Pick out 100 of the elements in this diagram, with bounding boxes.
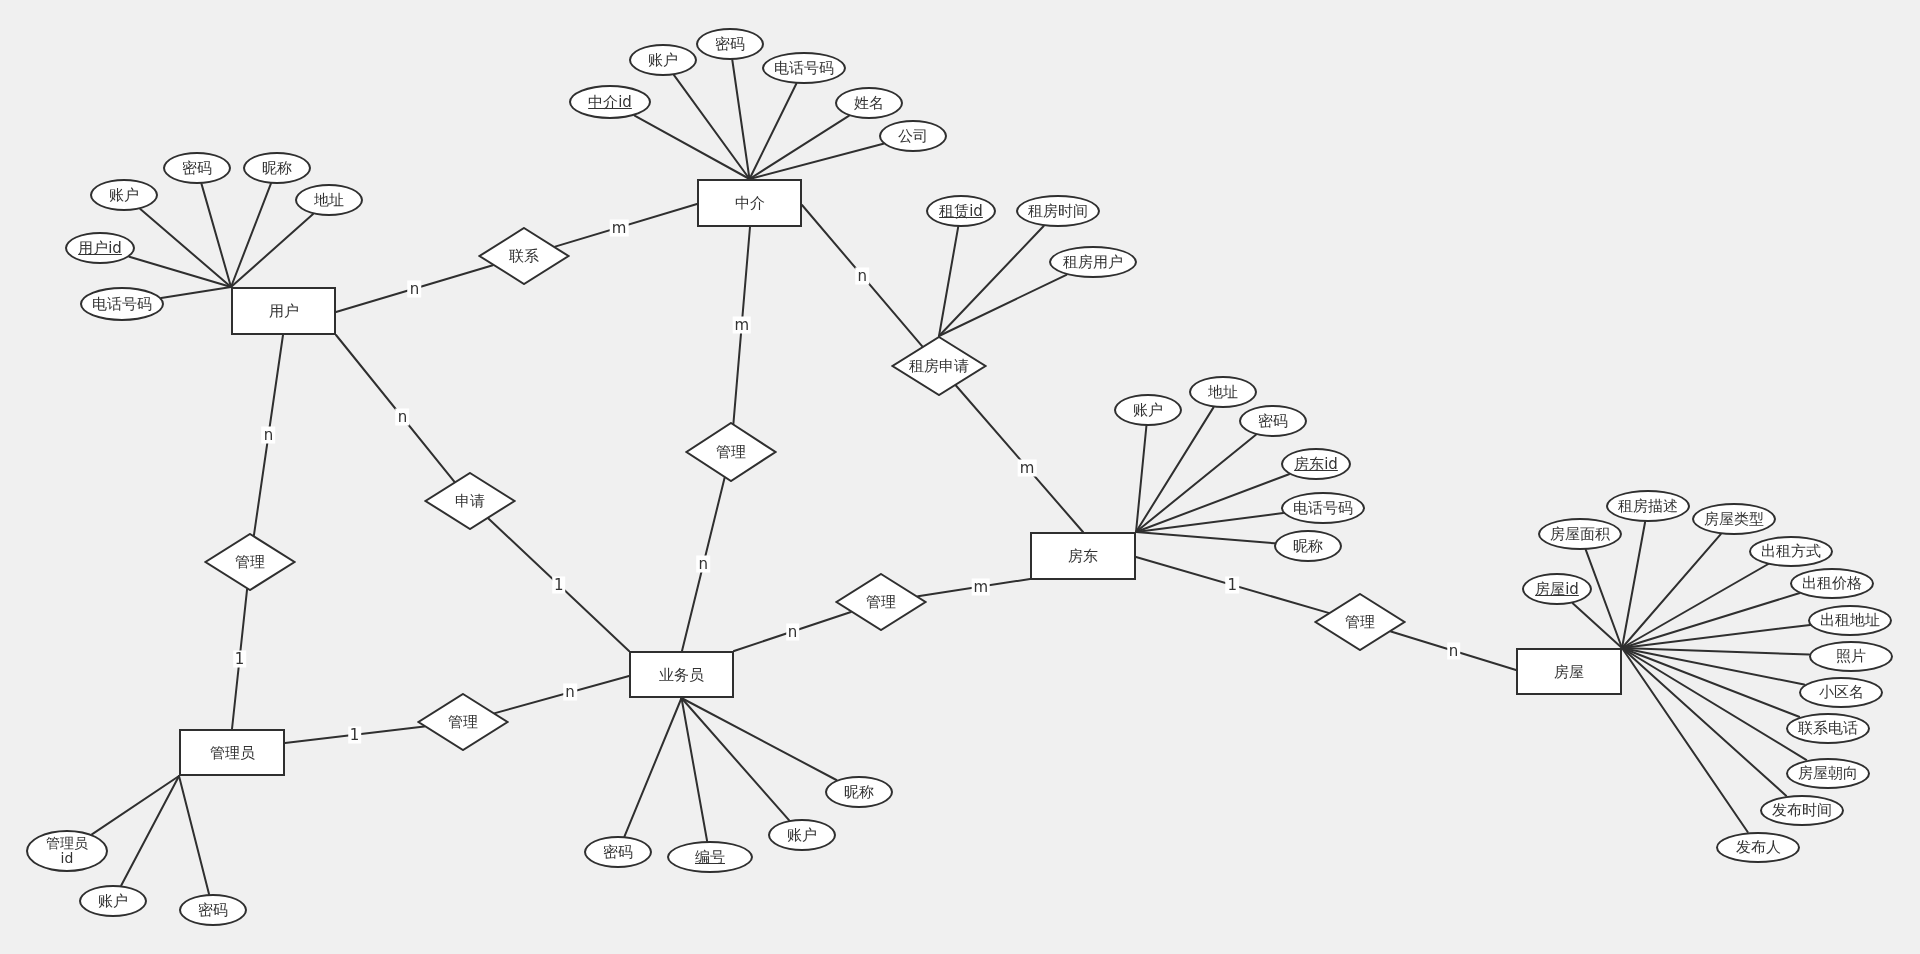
attribute-ellipse: 账户 — [768, 819, 836, 851]
relationship-diamond: 管理 — [417, 693, 509, 751]
connector-line — [554, 203, 698, 248]
attribute-ellipse: 昵称 — [243, 152, 311, 184]
edge-label: m — [971, 578, 990, 596]
relationship-diamond: 管理 — [685, 422, 777, 482]
attribute-ellipse: 出租方式 — [1749, 535, 1833, 567]
attribute-ellipse: 账户 — [90, 179, 158, 211]
attribute-ellipse: 发布时间 — [1760, 794, 1844, 826]
entity-box: 房屋 — [1516, 648, 1622, 695]
relationship-diamond: 联系 — [478, 227, 570, 285]
attribute-ellipse: 公司 — [879, 120, 947, 152]
attribute-ellipse: 密码 — [1239, 405, 1307, 437]
connector-line — [252, 334, 284, 537]
attribute-ellipse: 房屋面积 — [1538, 518, 1622, 550]
edge-label: n — [855, 267, 869, 285]
connector-line — [1135, 556, 1330, 614]
attribute-ellipse: 昵称 — [1274, 530, 1342, 562]
connector-line — [335, 264, 494, 313]
attribute-ellipse: 租赁id — [926, 195, 996, 227]
connector-line — [284, 725, 426, 744]
entity-box: 中介 — [697, 179, 802, 227]
connector-line — [494, 675, 630, 715]
attribute-ellipse: 电话号码 — [1281, 492, 1365, 524]
connector-line — [139, 208, 232, 288]
attribute-ellipse: 出租价格 — [1790, 567, 1874, 599]
attribute-ellipse: 电话号码 — [80, 287, 164, 321]
edge-label: m — [1017, 459, 1037, 476]
connector-line — [1571, 602, 1623, 649]
connector-line — [1135, 406, 1215, 533]
relationship-diamond: 管理 — [204, 533, 296, 591]
attribute-ellipse: 中介id — [569, 85, 651, 119]
relationship-diamond: 管理 — [835, 573, 927, 631]
connector-line — [1389, 630, 1517, 671]
connector-line — [231, 588, 249, 730]
attribute-ellipse: 房屋朝向 — [1786, 757, 1870, 789]
connector-line — [1135, 531, 1276, 545]
edge-label: n — [563, 683, 577, 701]
edge-label: 1 — [347, 726, 362, 744]
entity-box: 用户 — [231, 287, 336, 335]
edge-label: n — [395, 408, 410, 426]
connector-line — [731, 59, 751, 180]
connector-line — [178, 775, 210, 896]
connector-line — [673, 74, 751, 180]
connector-line — [200, 182, 232, 288]
attribute-ellipse: 密码 — [584, 836, 652, 868]
attribute-ellipse: 密码 — [696, 28, 764, 60]
edge-label: n — [407, 280, 422, 298]
attribute-ellipse: 租房描述 — [1606, 490, 1690, 522]
attribute-ellipse: 电话号码 — [762, 52, 846, 84]
edge-label: 1 — [1225, 576, 1239, 594]
attribute-ellipse: 编号 — [667, 841, 753, 873]
connector-line — [623, 697, 683, 838]
attribute-ellipse: 姓名 — [835, 87, 903, 119]
entity-box: 管理员 — [179, 729, 285, 776]
attribute-ellipse: 房屋id — [1522, 573, 1592, 605]
edge-label: 1 — [551, 576, 566, 594]
attribute-ellipse: 昵称 — [825, 776, 893, 808]
attribute-ellipse: 密码 — [179, 894, 247, 926]
attribute-ellipse: 地址 — [1189, 376, 1257, 408]
connector-line — [230, 182, 272, 288]
connector-line — [90, 775, 180, 836]
attribute-ellipse: 租房用户 — [1049, 246, 1137, 278]
connector-line — [160, 286, 232, 299]
edge-label: m — [609, 219, 629, 236]
attribute-ellipse: 出租地址 — [1808, 604, 1892, 636]
attribute-ellipse: 租房时间 — [1016, 195, 1100, 227]
edge-label: 1 — [232, 650, 247, 668]
connector-line — [938, 225, 960, 337]
entity-box: 房东 — [1030, 532, 1136, 580]
edge-label: m — [732, 316, 751, 334]
entity-box: 业务员 — [629, 651, 734, 698]
connector-line — [917, 578, 1031, 598]
attribute-ellipse: 小区名 — [1799, 676, 1883, 708]
connector-line — [748, 82, 798, 180]
attribute-ellipse: 地址 — [295, 184, 363, 216]
connector-line — [1584, 548, 1623, 649]
connector-line — [1621, 533, 1722, 649]
relationship-diamond: 申请 — [424, 472, 516, 530]
attribute-ellipse: 联系电话 — [1786, 712, 1870, 744]
connector-line — [230, 213, 315, 288]
connector-line — [335, 334, 456, 483]
attribute-ellipse: 用户id — [65, 232, 135, 264]
connector-line — [1621, 647, 1788, 797]
relationship-diamond: 租房申请 — [891, 336, 987, 396]
attribute-ellipse: 房东id — [1281, 448, 1351, 480]
connector-line — [938, 225, 1045, 337]
attribute-ellipse: 账户 — [1114, 394, 1182, 426]
connector-line — [801, 204, 924, 348]
connector-line — [732, 226, 751, 425]
attribute-ellipse: 房屋类型 — [1692, 503, 1776, 535]
connector-line — [1621, 521, 1647, 649]
connector-line — [733, 611, 852, 652]
relationship-diamond: 管理 — [1314, 593, 1406, 651]
attribute-ellipse: 管理员id — [26, 830, 108, 872]
connector-line — [1135, 425, 1148, 533]
connector-line — [680, 697, 709, 842]
attribute-ellipse: 发布人 — [1716, 831, 1800, 863]
connector-line — [680, 697, 790, 822]
connector-line — [487, 517, 630, 652]
